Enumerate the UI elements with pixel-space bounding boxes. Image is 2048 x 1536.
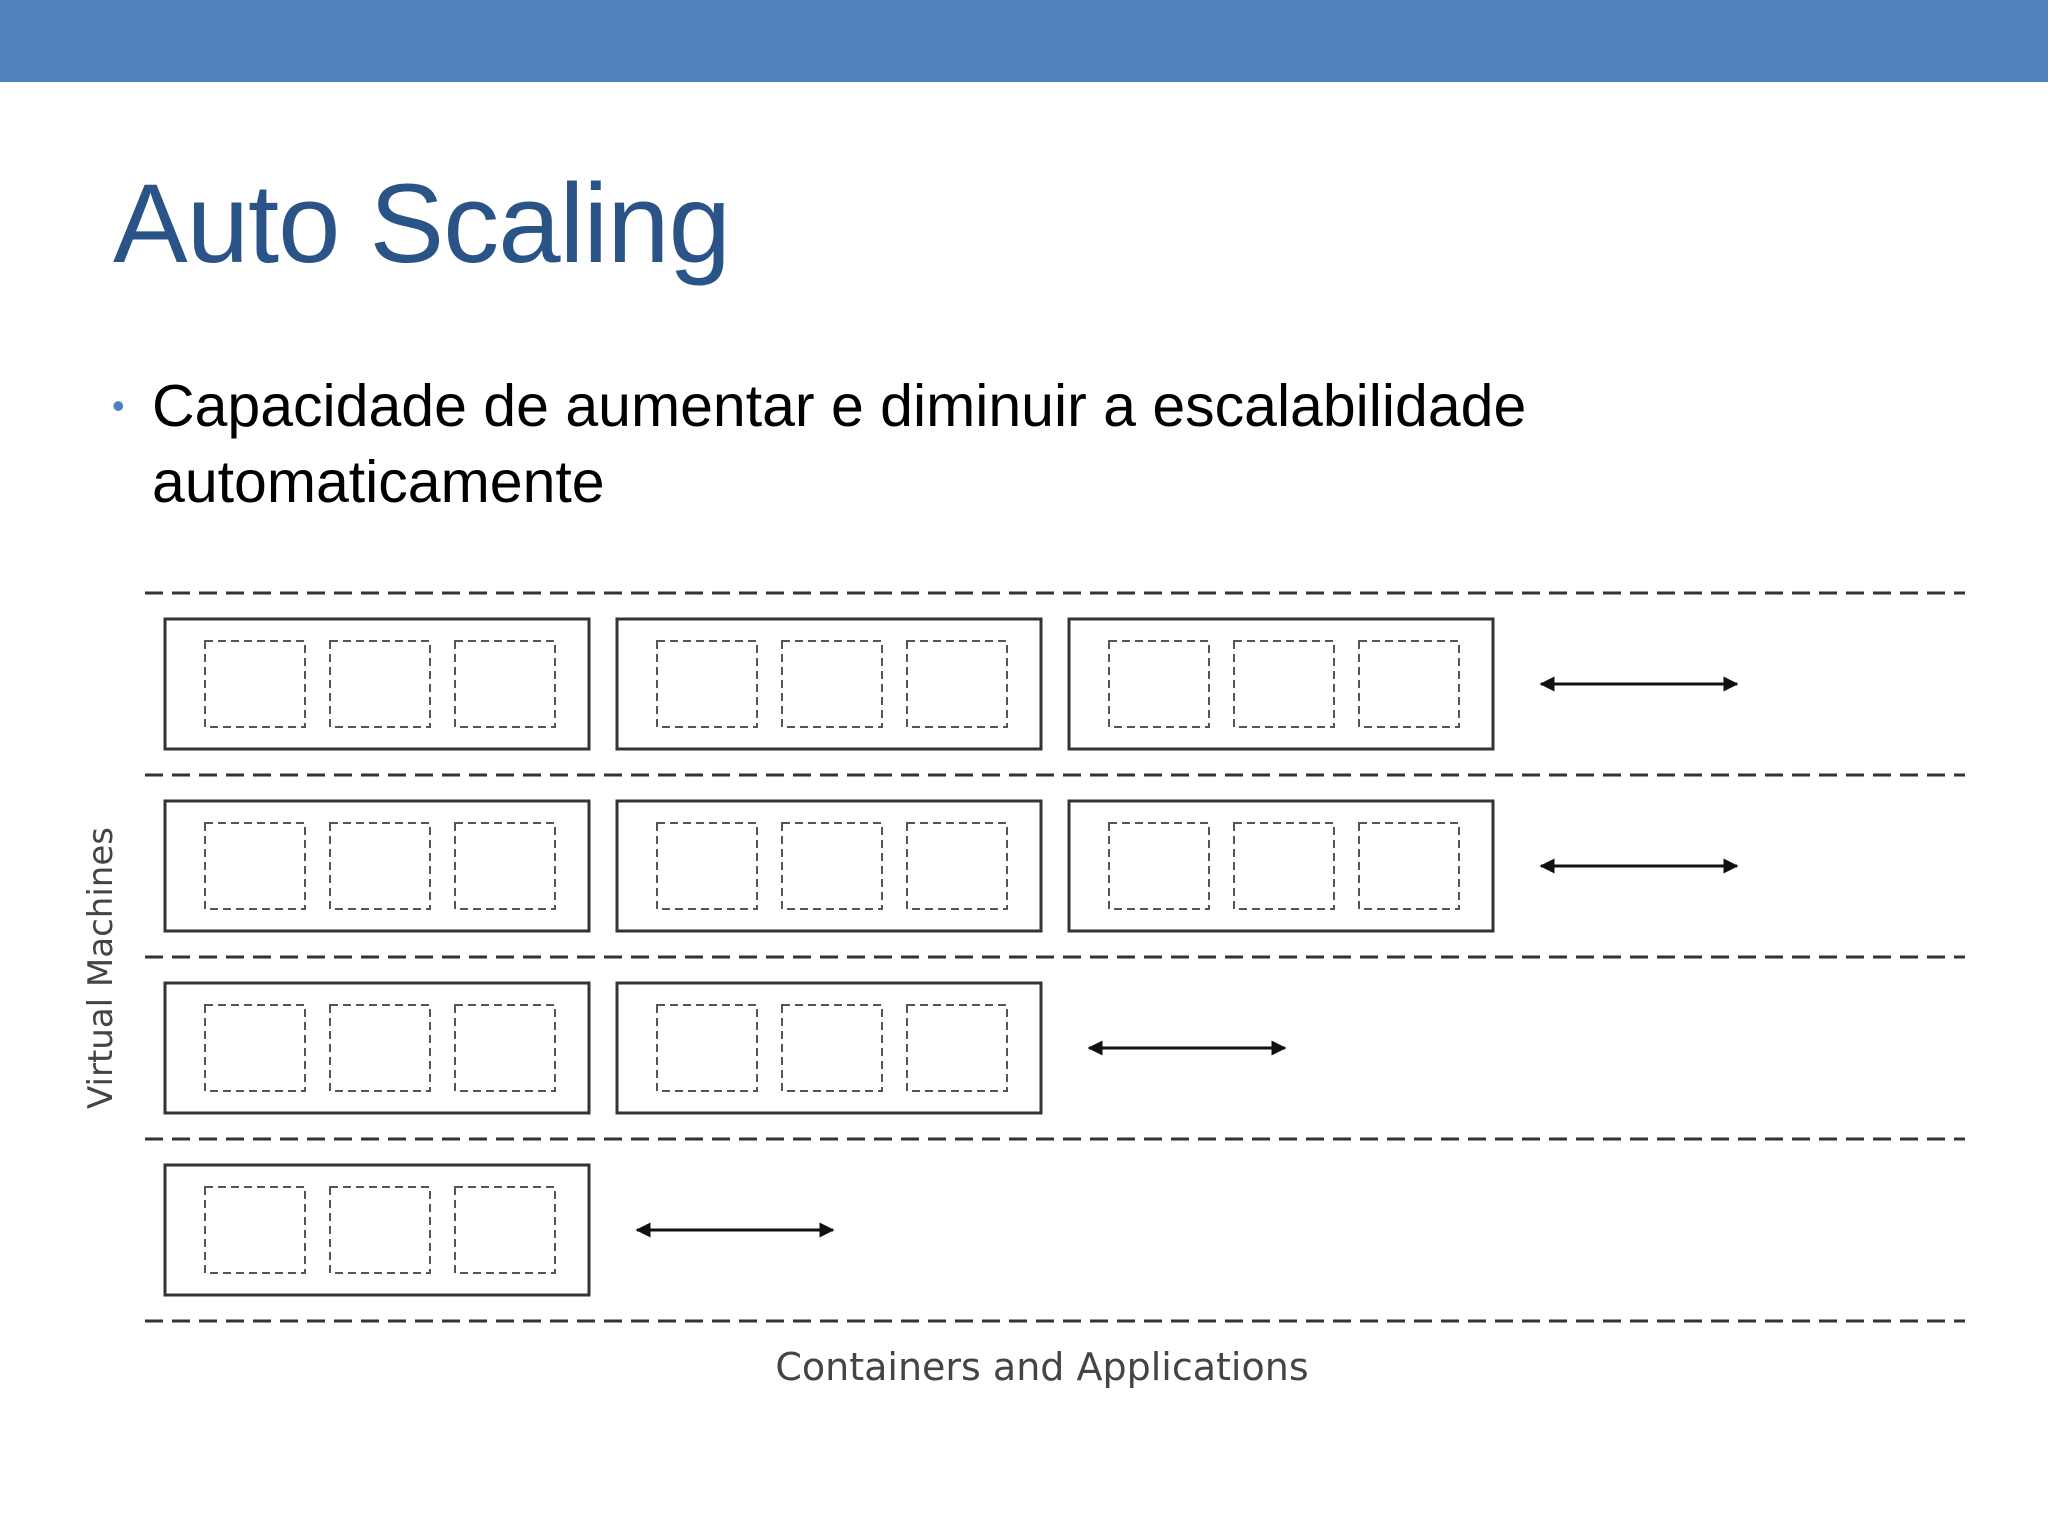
virtual-machine-box — [615, 981, 1043, 1115]
container-box — [656, 1004, 758, 1092]
container-box — [656, 640, 758, 728]
container-box — [781, 640, 883, 728]
virtual-machine-box — [615, 799, 1043, 933]
container-box — [1358, 640, 1460, 728]
container-box — [906, 1004, 1008, 1092]
virtual-machine-box — [163, 981, 591, 1115]
container-box — [781, 822, 883, 910]
bullet-text: Capacidade de aumentar e diminuir a esca… — [152, 373, 1527, 515]
x-axis-label: Containers and Applications — [775, 1345, 1308, 1389]
top-accent-bar — [0, 0, 2048, 82]
container-box — [454, 1004, 556, 1092]
container-box — [1358, 822, 1460, 910]
bullet-dot-icon: • — [112, 385, 125, 426]
virtual-machine-box — [163, 617, 591, 751]
auto-scaling-diagram: Virtual Machines Containers and Applicat… — [81, 591, 1965, 1389]
virtual-machine-box — [1067, 799, 1495, 933]
container-box — [906, 822, 1008, 910]
container-box — [454, 822, 556, 910]
container-box — [656, 822, 758, 910]
container-box — [329, 822, 431, 910]
container-box — [1233, 822, 1335, 910]
container-box — [906, 640, 1008, 728]
container-box — [329, 1004, 431, 1092]
container-box — [454, 640, 556, 728]
virtual-machine-box — [1067, 617, 1495, 751]
container-box — [1233, 640, 1335, 728]
container-box — [329, 1186, 431, 1274]
container-box — [1108, 822, 1210, 910]
container-box — [204, 822, 306, 910]
container-box — [1108, 640, 1210, 728]
y-axis-label: Virtual Machines — [81, 827, 121, 1109]
container-box — [204, 1004, 306, 1092]
container-box — [204, 1186, 306, 1274]
virtual-machine-box — [163, 1163, 591, 1297]
container-box — [781, 1004, 883, 1092]
virtual-machine-box — [163, 799, 591, 933]
container-box — [454, 1186, 556, 1274]
container-box — [329, 640, 431, 728]
container-box — [204, 640, 306, 728]
virtual-machine-box — [615, 617, 1043, 751]
slide-title: Auto Scaling — [113, 161, 731, 286]
